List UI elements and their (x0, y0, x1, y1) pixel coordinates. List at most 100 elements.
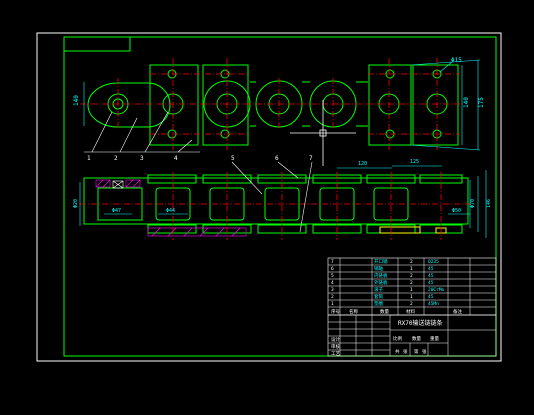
leader-line (231, 161, 263, 195)
hatch-line (199, 227, 209, 237)
leader-number: 6 (275, 155, 279, 162)
table-cell: 滚子 (374, 286, 383, 293)
hatch-line (132, 179, 141, 188)
selected-part (379, 226, 421, 234)
title-cell: 工艺 (331, 351, 340, 357)
dim-text-side-right-c: 146 (486, 199, 492, 208)
dim-text-side-right-a: Φ70 (470, 199, 476, 208)
dim-text-pitch-b: 175 (478, 97, 485, 108)
dim-text-pitch-a: 140 (463, 97, 470, 108)
title-cell: 重量 (430, 335, 439, 342)
table-cell: 1 (410, 287, 413, 293)
parts-list-table: 7 开口销 2 Q235 6 销轴 1 45 5 内链板 2 45 4 外链板 … (327, 257, 497, 316)
table-header-cell: 名称 (349, 308, 358, 315)
table-cell: 3 (331, 287, 334, 293)
section-hatch (125, 179, 141, 188)
leader-line (299, 161, 313, 233)
leader-number: 2 (114, 155, 118, 162)
leader-line (177, 139, 193, 153)
leader-line (119, 117, 138, 153)
leader-number: 5 (231, 155, 235, 162)
leader (439, 61, 453, 73)
table-cell: 7 (331, 259, 334, 265)
leader-line (277, 161, 299, 179)
title-cell: 张 (422, 348, 427, 355)
plate-top (147, 174, 197, 184)
title-cell: 比例 (393, 335, 402, 342)
inner-plate-left (87, 82, 171, 128)
table-cell: 45 (428, 294, 434, 300)
pin-cross (112, 180, 124, 189)
chain-outline (83, 177, 469, 225)
table-header-cell: 材料 (406, 308, 415, 315)
table-cell: 垫圈 (374, 300, 383, 307)
side-view: 120 125 Φ20 Φ47 Φ44 Φ50 Φ70 146 5 6 7 (73, 155, 492, 240)
leader-number: 4 (174, 155, 178, 162)
table-cell: 开口销 (374, 258, 388, 265)
table-cell: 外链板 (374, 279, 388, 286)
dim-text-side-right-b: Φ50 (452, 208, 461, 214)
hatch-line (167, 227, 177, 237)
table-header-cell: 序号 (331, 308, 340, 315)
dim-text-side-small: Φ47 (112, 208, 121, 214)
hatch-line (183, 227, 193, 237)
title-cell: 共 (395, 348, 400, 355)
drawing-title: RX70输送链链条 (398, 319, 442, 327)
hatch-line (95, 179, 104, 188)
outer-frame (36, 32, 502, 362)
hatch-line (151, 227, 161, 237)
table-cell: 2 (410, 273, 413, 279)
table-cell: 45 (428, 266, 434, 272)
title-cell: 数量 (412, 335, 421, 342)
outer-plate (412, 64, 459, 146)
dim-text-length-b: 125 (410, 159, 419, 165)
top-view: 140 140 175 Φ15 1 2 3 4 (73, 57, 485, 166)
pin-head (112, 180, 124, 189)
cad-cursor[interactable] (290, 100, 356, 166)
table-cell: 内链板 (374, 272, 388, 279)
outer-plate (202, 64, 249, 146)
leader-number: 7 (309, 155, 313, 162)
table-cell: 2 (410, 301, 413, 307)
leader-number: 3 (140, 155, 144, 162)
dim-ext (410, 144, 481, 151)
table-cell: 45 (428, 280, 434, 286)
table-cell: 4 (331, 280, 334, 286)
table-cell: 2 (410, 259, 413, 265)
leader-number: 1 (87, 155, 91, 162)
dim-text-pitch-left: 140 (73, 95, 80, 106)
table-cell: 45 (428, 273, 434, 279)
table-cell: 1 (410, 294, 413, 300)
table-cell: 套筒 (374, 293, 383, 300)
dim-ext (410, 59, 481, 66)
table-cell: 45Mn (428, 301, 439, 307)
table-cell: 5 (331, 273, 334, 279)
leader-line (144, 111, 169, 153)
table-cell: 销轴 (374, 265, 383, 272)
title-cell: 第 (414, 348, 419, 355)
inner-frame (63, 36, 497, 357)
outer-plate (149, 64, 199, 146)
table-cell: 1 (410, 266, 413, 272)
section-hatch (147, 227, 247, 237)
table-header-cell: 备注 (453, 308, 462, 315)
table-cell: 20CrMo (428, 287, 445, 293)
dim-text-length-a: 120 (358, 161, 367, 167)
title-block: RX70输送链链条 设计 审核 工艺 比例 数量 重量 共 张 第 张 (327, 314, 497, 357)
hatch-line (102, 179, 111, 188)
drawing-number-box (63, 36, 131, 52)
table-cell: 6 (331, 266, 334, 272)
plate-edge (356, 81, 368, 127)
table-cell: 1 (331, 301, 334, 307)
dim-text-side-left: Φ20 (73, 199, 79, 208)
leader-line (91, 111, 113, 153)
cursor-pickbox (319, 129, 327, 137)
dim-text-top-right: Φ15 (451, 57, 462, 64)
title-cell: 张 (403, 348, 408, 355)
hatch-line (215, 227, 225, 237)
hatch-line (231, 227, 241, 237)
table-cell: 2 (331, 294, 334, 300)
hatch-line (125, 179, 134, 188)
title-block-border (327, 314, 497, 357)
